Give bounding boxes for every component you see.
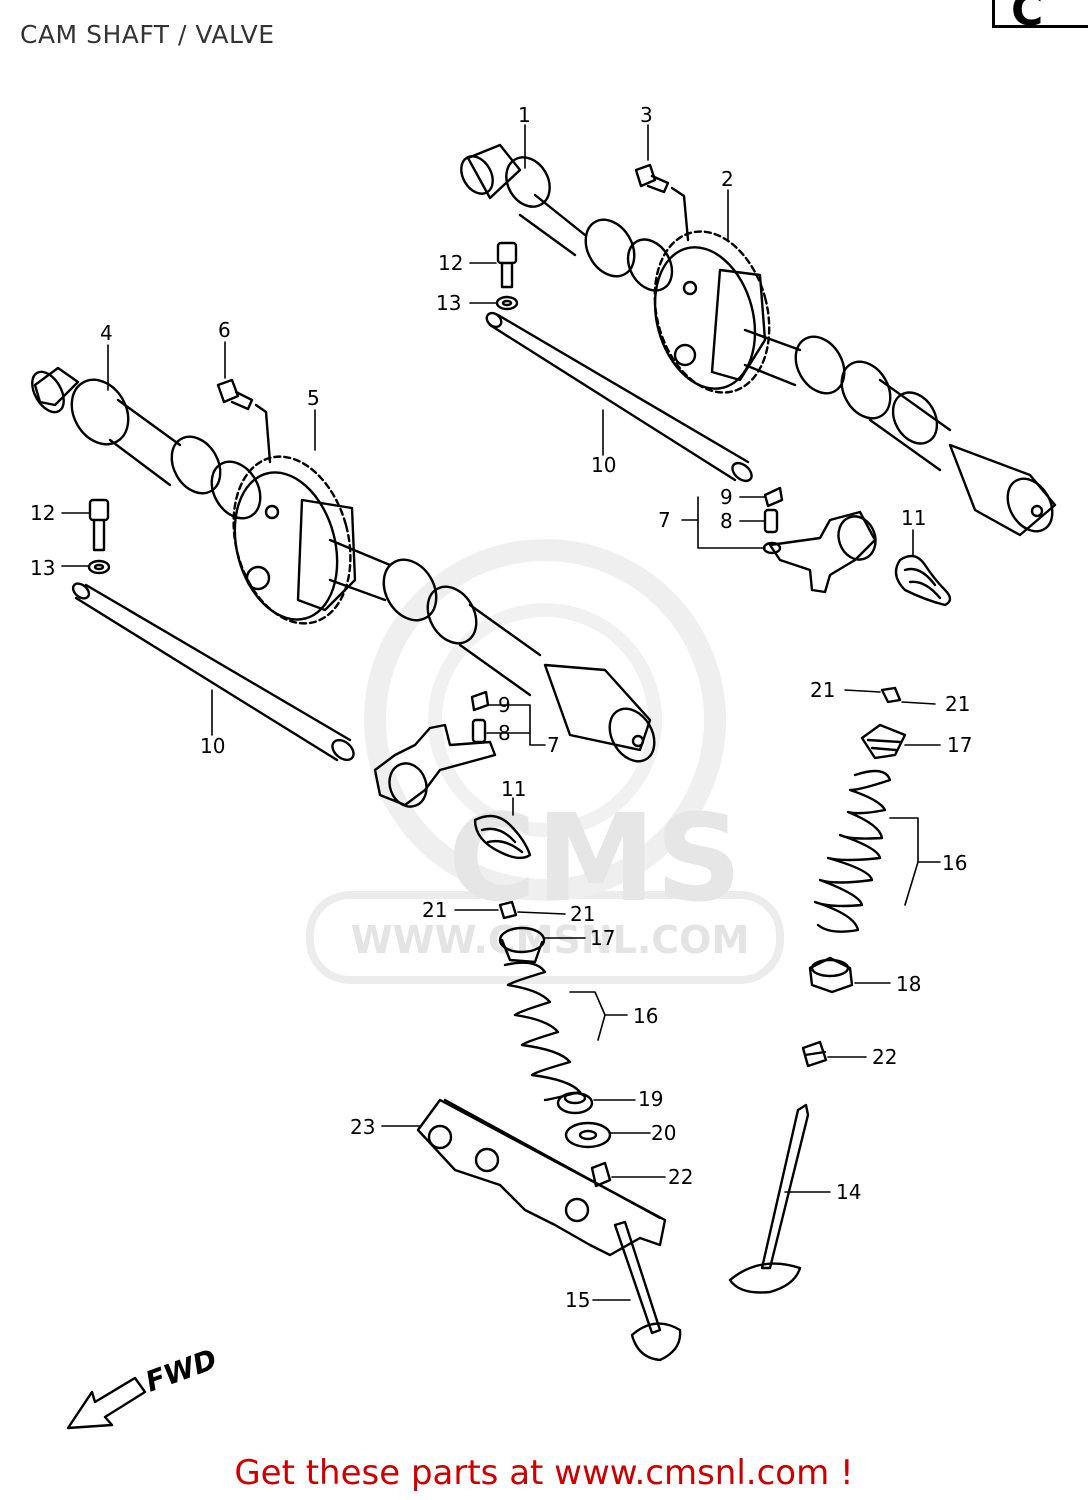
bolt-12-lower	[87, 498, 111, 575]
callout-21-left-a: 21	[422, 898, 447, 922]
callout-21-right-a: 21	[810, 678, 835, 702]
callout-19: 19	[638, 1087, 663, 1111]
gasket-23	[416, 1098, 667, 1257]
corner-tab-label: C	[1011, 0, 1044, 36]
callout-12-lower: 12	[30, 501, 55, 525]
spring-11-lower	[473, 814, 532, 860]
retainer-17-left	[498, 926, 546, 964]
callout-11-upper: 11	[901, 506, 926, 530]
bolt-3	[634, 163, 690, 242]
seat-19	[556, 1091, 594, 1115]
callout-16-left: 16	[633, 1004, 658, 1028]
retainer-17-right	[860, 723, 907, 760]
callout-8-lower: 8	[498, 721, 511, 745]
callout-15: 15	[565, 1288, 590, 1312]
cam-sprocket-upper	[653, 230, 771, 394]
bolt-6	[216, 378, 272, 464]
callout-20: 20	[651, 1121, 676, 1145]
callout-10-upper: 10	[591, 453, 616, 477]
valve-15	[613, 1220, 682, 1362]
page-title: CAM SHAFT / VALVE	[20, 20, 275, 49]
cotter-21-right	[880, 686, 902, 704]
callout-4: 4	[100, 321, 113, 345]
rocker-arm-upper	[762, 486, 877, 594]
spring-11-upper	[894, 554, 952, 607]
footer-link[interactable]: Get these parts at www.cmsnl.com !	[234, 1453, 854, 1493]
seal-22-right	[801, 1040, 828, 1068]
washer-20	[564, 1121, 612, 1149]
rocker-shaft-upper	[485, 311, 753, 483]
callout-23: 23	[350, 1115, 375, 1139]
watermark-url: WWW.CMSNL.COM	[350, 918, 750, 962]
callout-1: 1	[518, 103, 531, 127]
spring-16-left	[503, 961, 582, 1102]
callout-7-upper: 7	[658, 508, 671, 532]
callout-9-lower: 9	[498, 693, 511, 717]
callout-2: 2	[721, 167, 734, 191]
callout-9-upper: 9	[720, 485, 733, 509]
bolt-12-upper	[495, 241, 519, 311]
fwd-label: FWD	[141, 1343, 221, 1399]
callout-13-upper: 13	[436, 291, 461, 315]
callout-16-right: 16	[942, 851, 967, 875]
leader-lines	[61, 124, 941, 1301]
callout-21-right-b: 21	[945, 692, 970, 716]
camshaft-lower	[31, 366, 656, 763]
callout-18: 18	[896, 972, 921, 996]
corner-tab: C	[992, 0, 1088, 36]
rocker-arm-lower	[373, 690, 497, 808]
callout-10-lower: 10	[200, 734, 225, 758]
cam-sprocket-lower	[232, 455, 357, 625]
callout-3: 3	[640, 103, 653, 127]
callout-14: 14	[836, 1180, 861, 1204]
watermark-brand: CMS	[448, 790, 742, 929]
callout-17-left: 17	[590, 926, 615, 950]
valve-14	[728, 1103, 810, 1294]
callout-11-lower: 11	[501, 777, 526, 801]
rocker-shaft-lower	[71, 582, 355, 762]
callout-labels: 1 2 3 4 5 6 7 8 9 10 11 12 13 12 13 10 9…	[30, 103, 972, 1312]
cotter-21-left	[498, 900, 518, 920]
seat-18-right	[808, 956, 854, 994]
spring-16-right	[813, 769, 892, 933]
callout-22-right: 22	[872, 1045, 897, 1069]
callout-12-upper: 12	[438, 251, 463, 275]
camshaft-upper	[460, 143, 1057, 537]
callout-6: 6	[218, 318, 231, 342]
callout-5: 5	[307, 386, 320, 410]
callout-8-upper: 8	[720, 509, 733, 533]
callout-17-right: 17	[947, 733, 972, 757]
callout-21-left-b: 21	[570, 902, 595, 926]
callout-7-lower: 7	[547, 733, 560, 757]
fwd-arrow-icon	[66, 1376, 147, 1430]
callout-22-left: 22	[668, 1165, 693, 1189]
seal-22-left	[590, 1161, 612, 1188]
callout-13-lower: 13	[30, 556, 55, 580]
